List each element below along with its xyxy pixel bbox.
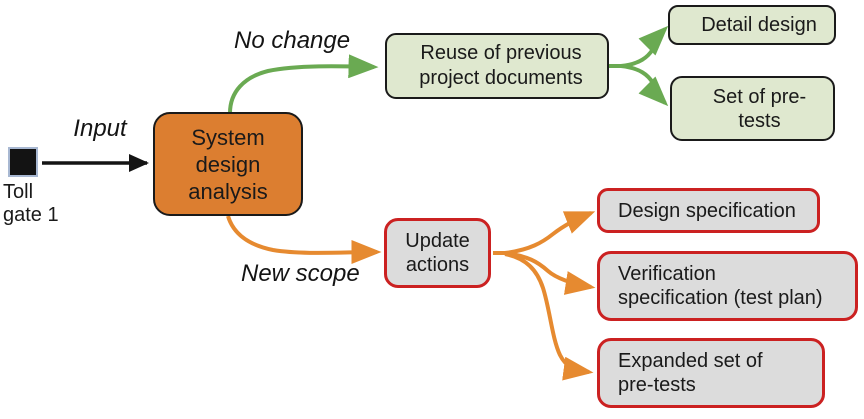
node-update-actions: Update actions [384, 218, 491, 288]
edge-label-new-scope: New scope [241, 260, 360, 287]
node-set-of-pre-tests: Set of pre- tests [670, 76, 835, 141]
node-detail-design: Detail design [668, 5, 836, 45]
edge-label-no-change: No change [234, 27, 351, 54]
toll-gate-terminator [8, 147, 38, 177]
toll-gate-label: Toll gate 1 [3, 181, 59, 226]
edge-update-to-expanded-pretests [504, 252, 594, 381]
edge-reuse-to-detail-design [620, 25, 669, 68]
edge-new-scope-arrow [226, 215, 382, 265]
node-verification-specification: Verification specification (test plan) [597, 251, 858, 321]
node-expanded-set-of-pre-tests: Expanded set of pre-tests [597, 338, 825, 408]
edge-no-change-arrow [228, 54, 379, 114]
node-reuse-of-previous-project-documents: Reuse of previous project documents [385, 33, 609, 99]
edge-update-to-design-spec [504, 211, 596, 255]
edge-label-input: Input [73, 115, 127, 142]
edge-reuse-to-set-of-pretests [620, 64, 669, 107]
edge-update-to-verification-spec [504, 251, 596, 295]
node-design-specification: Design specification [597, 188, 820, 233]
node-system-design-analysis: System design analysis [153, 112, 303, 216]
